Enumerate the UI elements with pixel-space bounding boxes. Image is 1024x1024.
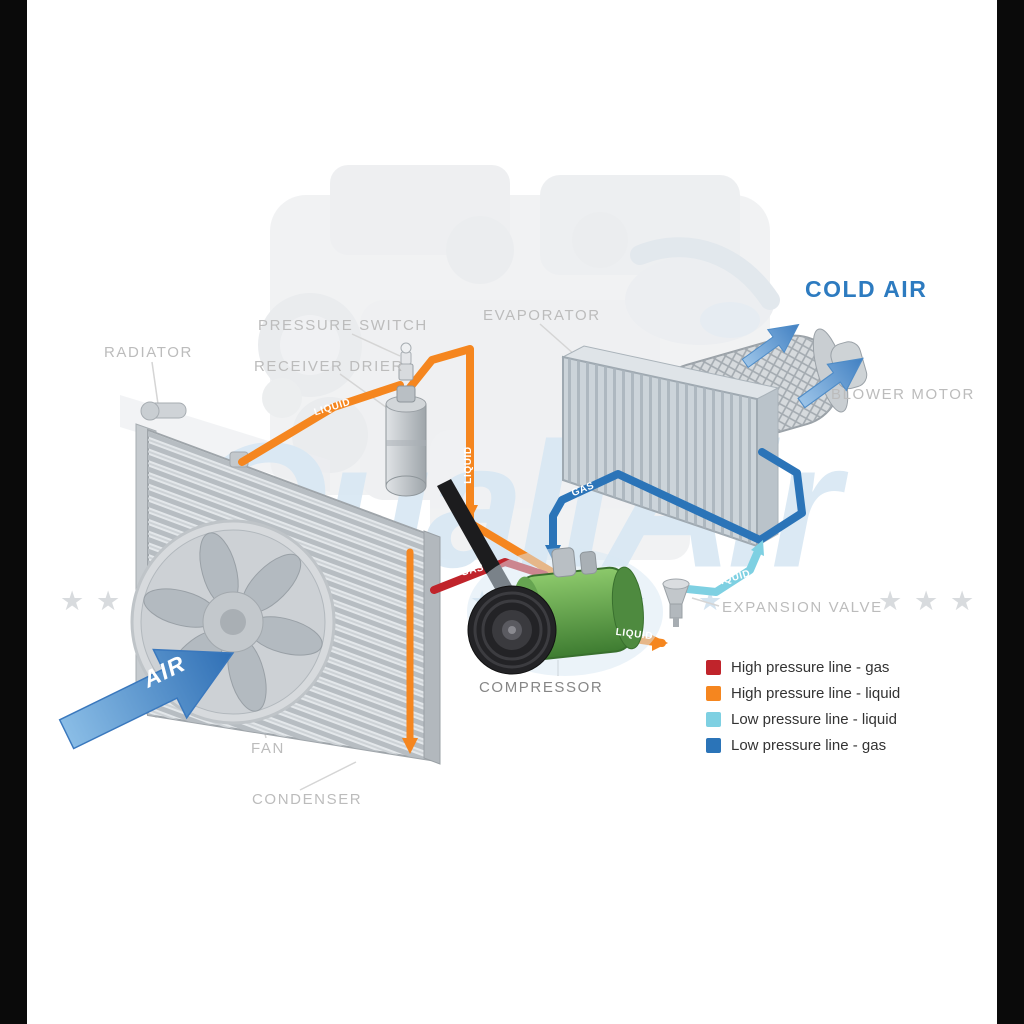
label-compressor: COMPRESSOR — [479, 679, 604, 696]
label-pressure-switch: PRESSURE SWITCH — [258, 317, 428, 334]
right-edge-bar — [997, 0, 1024, 1024]
legend: High pressure line - gas High pressure l… — [706, 654, 900, 758]
star-icon: ★ — [914, 586, 939, 616]
label-receiver-drier: RECEIVER DRIER — [254, 358, 404, 375]
legend-swatch-lp-liquid — [706, 711, 721, 727]
legend-label: Low pressure line - gas — [731, 736, 887, 754]
compressor-pulley — [467, 585, 557, 675]
cold-air-arrow-icon — [741, 323, 800, 369]
expansion-valve — [662, 578, 690, 627]
label-fan: FAN — [251, 740, 285, 757]
receiver-drier — [385, 385, 427, 497]
cold-air-arrow-icon — [797, 357, 864, 409]
evaporator — [561, 345, 780, 548]
legend-label: Low pressure line - liquid — [731, 710, 897, 728]
flow-arrow-icon — [652, 635, 668, 651]
star-icon: ★ — [60, 586, 85, 616]
star-icon: ★ — [950, 586, 975, 616]
legend-row: Low pressure line - liquid — [706, 706, 900, 732]
pipe-label-liquid: LIQUID — [615, 627, 654, 642]
cold-air-label: COLD AIR — [805, 276, 928, 302]
leader-lines — [151, 323, 828, 791]
label-condenser: CONDENSER — [252, 791, 363, 808]
legend-label: High pressure line - liquid — [731, 684, 901, 702]
flow-arrow-icon — [751, 540, 764, 556]
label-blower-motor: BLOWER MOTOR — [831, 386, 975, 403]
legend-row: High pressure line - gas — [706, 654, 900, 680]
legend-label: High pressure line - gas — [731, 658, 890, 676]
star-icon: ★ — [878, 586, 903, 616]
label-radiator: RADIATOR — [104, 344, 193, 361]
star-icon: ★ — [96, 586, 121, 616]
pipe-low-pressure-liquid — [674, 545, 763, 596]
pipe-low-pressure-gas — [549, 448, 806, 553]
legend-row: Low pressure line - gas — [706, 732, 900, 758]
pipe-high-pressure-liquid-a — [238, 381, 404, 466]
flow-arrow-icon — [402, 738, 418, 754]
legend-swatch-hp-liquid — [706, 685, 721, 701]
legend-swatch-hp-gas — [706, 659, 721, 675]
left-edge-bar — [0, 0, 27, 1024]
label-evaporator: EVAPORATOR — [483, 307, 601, 324]
legend-row: High pressure line - liquid — [706, 680, 900, 706]
legend-swatch-lp-gas — [706, 737, 721, 753]
pressure-switch — [398, 342, 414, 381]
air-arrow-icon — [58, 648, 235, 750]
label-expansion-valve: EXPANSION VALVE — [722, 599, 883, 616]
pipe-label-liquid: LIQUID — [313, 397, 352, 418]
pipe-label-liquid: LIQUID — [463, 446, 474, 484]
